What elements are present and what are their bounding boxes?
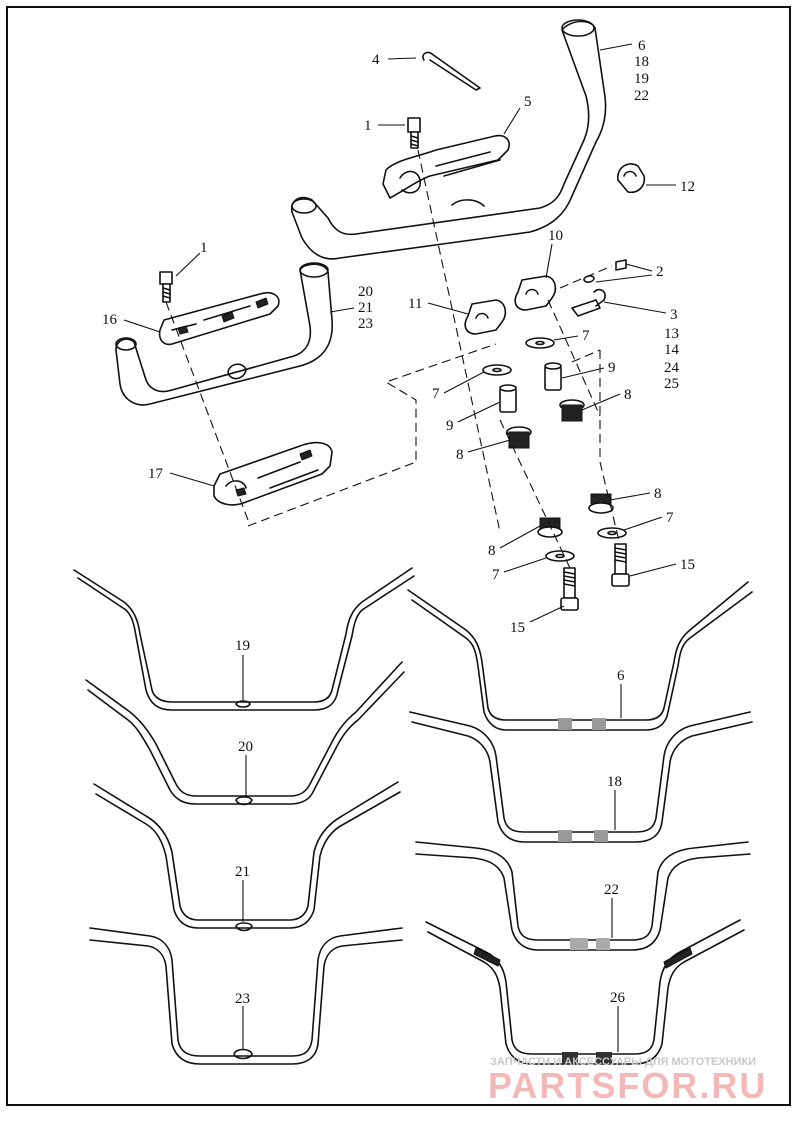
callout-19: 19 [634,71,649,87]
callout-3: 3 [670,307,678,323]
callout-7-d: 7 [492,567,500,583]
callout-5: 5 [524,94,532,110]
callout-bar-6: 6 [617,668,625,684]
callout-bar-20: 20 [238,739,253,755]
bar-23 [89,927,403,1065]
callout-2: 2 [656,264,664,280]
callout-16: 16 [102,312,118,328]
screw-2 [583,259,627,283]
callout-20: 20 [358,284,373,300]
bushings-8 [506,399,614,538]
callout-bar-26: 26 [610,990,626,1006]
left-handlebar [115,262,333,406]
callout-6: 6 [638,38,646,54]
bar-19 [73,567,415,711]
riser-10 [514,275,557,311]
callout-bar-23: 23 [235,991,250,1007]
callout-9-b: 9 [446,418,454,434]
callout-1-upper: 1 [364,118,372,134]
upper-handlebar [290,19,607,260]
callout-8-b: 8 [456,447,464,463]
clamp-16 [158,291,280,346]
callout-22: 22 [634,88,649,104]
bar-20 [85,661,405,806]
riser-clamp-17 [213,441,333,506]
callout-9-a: 9 [608,360,616,376]
callout-8-d: 8 [488,543,496,559]
callout-14: 14 [664,342,680,358]
watermark: ЗАПЧАСТИ И АКСЕССУАРЫ ДЛЯ МОТОТЕХНИКИ PA… [488,1056,767,1106]
bar-26 [425,919,745,1065]
assembly-lines [165,149,621,569]
callout-7-c: 7 [666,510,674,526]
watermark-brand: PARTSFOR.RU [488,1065,767,1106]
callout-12: 12 [680,179,695,195]
callout-8-a: 8 [624,387,632,403]
riser-11 [464,299,507,335]
bar-18 [409,711,753,843]
callout-10: 10 [548,228,563,244]
callouts: 4 1 5 6 18 19 22 12 1 20 21 23 16 17 11 … [102,38,695,1007]
washers-7 [482,337,627,562]
callout-21: 21 [358,300,373,316]
callout-15-b: 15 [510,620,525,636]
callout-18: 18 [634,54,649,70]
callout-15-a: 15 [680,557,695,573]
callout-11: 11 [408,296,422,312]
callout-bar-18: 18 [607,774,622,790]
bar-22 [415,841,751,951]
callout-24: 24 [664,360,680,376]
callout-8-c: 8 [654,486,662,502]
bolt-1-upper [407,117,421,149]
callout-bar-19: 19 [235,638,250,654]
callout-bar-21: 21 [235,864,250,880]
callout-1-left: 1 [200,240,208,256]
callout-7-a: 7 [582,328,590,344]
callout-7-b: 7 [432,386,440,402]
bolt-1-left [159,271,173,303]
callout-17: 17 [148,466,164,482]
spacers-9 [499,362,562,413]
cable-strap-4 [422,51,481,91]
bar-21 [93,781,401,932]
clip-12 [617,163,646,194]
callout-4: 4 [372,52,380,68]
bar-6 [407,581,753,731]
bolts-15 [560,543,630,611]
callout-bar-22: 22 [604,882,619,898]
callout-25: 25 [664,376,679,392]
callout-13: 13 [664,326,679,342]
bracket-3 [571,288,606,317]
callout-23: 23 [358,316,373,332]
watermark-caption: ЗАПЧАСТИ И АКСЕССУАРЫ ДЛЯ МОТОТЕХНИКИ [490,1056,756,1068]
clamp-top-5 [382,134,510,199]
leader-lines [123,43,677,1052]
